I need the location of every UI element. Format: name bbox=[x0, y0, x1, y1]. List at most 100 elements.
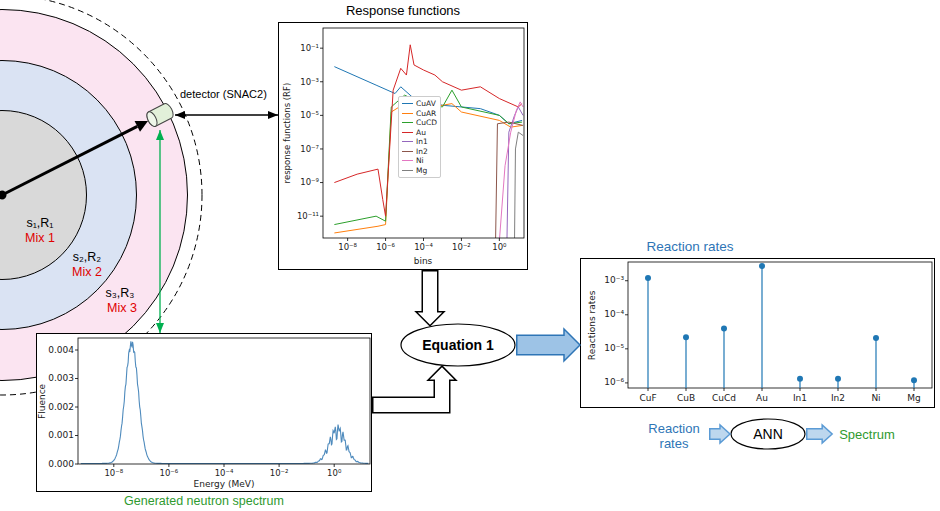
arrowhead bbox=[564, 329, 580, 361]
category-tick: CuF bbox=[639, 393, 656, 404]
tick-mark bbox=[75, 435, 78, 436]
tick-mark bbox=[423, 238, 424, 241]
ellipse-outline bbox=[731, 419, 805, 449]
tick-mark bbox=[320, 216, 323, 217]
category-tick: Ni bbox=[871, 393, 880, 404]
axis-tick: 10⁻⁶ bbox=[160, 468, 179, 478]
axis-tick: 10⁰ bbox=[492, 242, 506, 252]
block-arrow bbox=[372, 366, 456, 405]
page-frame bbox=[0, 121, 148, 200]
axis-tick: 0.004 bbox=[48, 345, 74, 356]
page-frame bbox=[320, 28, 524, 241]
tick-mark bbox=[499, 238, 500, 241]
spectrum-curve bbox=[81, 341, 369, 463]
stem-marker bbox=[835, 376, 841, 382]
tick-mark bbox=[461, 238, 462, 241]
flow-label: Reaction rates bbox=[646, 422, 702, 452]
tick-mark bbox=[320, 48, 323, 49]
stem-marker bbox=[645, 275, 651, 281]
tick-mark bbox=[914, 388, 915, 391]
connector-line bbox=[175, 114, 278, 115]
legend-text: Ni bbox=[416, 156, 424, 166]
mix-label: Mix 1 bbox=[25, 231, 55, 245]
arrow-shaft-outline bbox=[422, 270, 439, 312]
tick-mark bbox=[224, 464, 225, 467]
legend-line bbox=[402, 103, 413, 104]
axis-tick: 0.002 bbox=[48, 402, 74, 413]
axis-tick: 10⁻⁵ bbox=[604, 343, 624, 354]
flow-label: Spectrum bbox=[839, 428, 895, 443]
ellipse-outline bbox=[401, 324, 515, 366]
arrow-shaft-outline bbox=[372, 380, 442, 405]
cylinder-body bbox=[145, 102, 175, 128]
node-outline bbox=[36, 333, 372, 492]
tick-mark bbox=[724, 388, 725, 391]
tick-mark bbox=[625, 348, 628, 349]
axis-tick: 10⁻⁴ bbox=[604, 309, 624, 320]
legend-row: Mg bbox=[402, 166, 437, 176]
stem bbox=[723, 328, 724, 388]
tick-mark bbox=[625, 314, 628, 315]
process-ellipse: ANN bbox=[730, 418, 806, 450]
legend-text: In1 bbox=[416, 137, 428, 147]
arrow-shaft-outline bbox=[709, 428, 720, 440]
category-tick: Mg bbox=[907, 393, 920, 404]
axis-tick: 10⁻⁷ bbox=[300, 144, 319, 154]
arrow-shaft bbox=[808, 430, 825, 439]
legend-row: Au bbox=[402, 128, 437, 138]
stem-marker bbox=[911, 377, 917, 383]
detector: detector (SNAC2) bbox=[145, 100, 175, 130]
response-curve bbox=[334, 90, 522, 224]
axis-tick: 0.001 bbox=[48, 430, 74, 441]
legend-text: Mg bbox=[416, 166, 427, 176]
axis-title: response functions (RF) bbox=[282, 83, 292, 184]
connector-line bbox=[159, 130, 160, 333]
tick-mark bbox=[320, 182, 323, 183]
axis-tick: 0.000 bbox=[48, 459, 74, 470]
detector-label: detector (SNAC2) bbox=[180, 88, 267, 101]
mix-label: Mix 3 bbox=[107, 301, 137, 315]
node-outline bbox=[145, 100, 175, 130]
detector-cylinder bbox=[145, 102, 175, 128]
response-curve bbox=[507, 107, 523, 238]
legend-line bbox=[402, 113, 413, 114]
axis-tick: 10⁻⁶ bbox=[376, 242, 395, 252]
plot-axes bbox=[78, 338, 370, 464]
panel-frame bbox=[581, 259, 935, 408]
tick-mark bbox=[75, 407, 78, 408]
axis-tick: 10⁻⁴ bbox=[414, 242, 433, 252]
category-tick: Au bbox=[756, 393, 768, 404]
block-arrow bbox=[516, 329, 580, 361]
stem-marker bbox=[797, 376, 803, 382]
process-label: ANN bbox=[753, 426, 783, 442]
page-frame bbox=[75, 338, 370, 467]
tick-mark bbox=[279, 464, 280, 467]
response-curve bbox=[515, 132, 524, 238]
tick-mark bbox=[762, 388, 763, 391]
tick-mark bbox=[648, 388, 649, 391]
axis-title: bins bbox=[414, 256, 433, 267]
axis-tick: 10⁻¹¹ bbox=[297, 211, 319, 221]
region-circle: s₁,R₁Mix 1s₂,R₂Mix 2s₃,R₃Mix 3 bbox=[0, 9, 188, 381]
legend-row: In1 bbox=[402, 137, 437, 147]
legend-line bbox=[402, 151, 413, 152]
legend-line bbox=[402, 132, 413, 133]
stem bbox=[875, 338, 876, 388]
tick-mark bbox=[75, 378, 78, 379]
arrowhead bbox=[720, 425, 730, 443]
axis-tick: 10⁻⁸ bbox=[338, 242, 357, 252]
tick-mark bbox=[75, 350, 78, 351]
cylinder-face bbox=[145, 110, 159, 128]
stem bbox=[647, 278, 648, 388]
radius-label: s₁,R₁ bbox=[26, 216, 53, 230]
response-curve bbox=[499, 102, 523, 238]
legend-line bbox=[402, 122, 413, 123]
legend-row: In2 bbox=[402, 147, 437, 157]
double-arrow bbox=[175, 115, 278, 116]
radius-label: s₂,R₂ bbox=[73, 250, 101, 264]
legend-text: CuAV bbox=[416, 99, 436, 109]
legend-row: CuAV bbox=[402, 99, 437, 109]
tick-mark bbox=[75, 464, 78, 465]
stem-marker bbox=[721, 325, 727, 331]
